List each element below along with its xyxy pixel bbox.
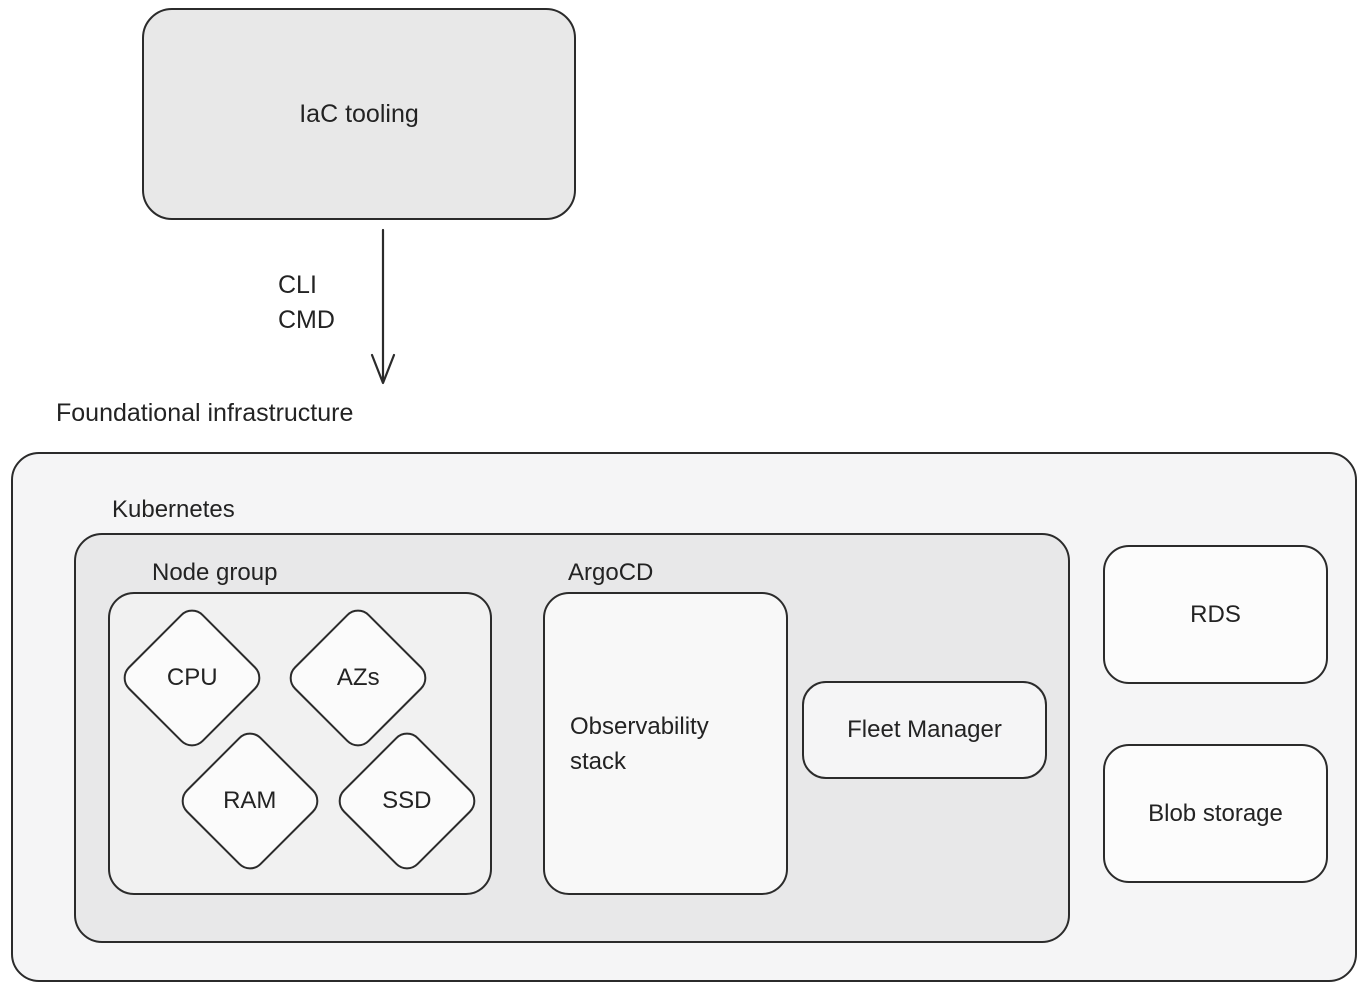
ram-label: RAM <box>223 787 277 814</box>
down-arrow-icon <box>370 228 396 385</box>
blob-storage-node: Blob storage <box>1103 744 1328 883</box>
rds-label: RDS <box>1190 600 1241 628</box>
edge-labels: CLI CMD <box>278 268 335 338</box>
iac-tooling-node: IaC tooling <box>142 8 576 220</box>
observability-stack-node: Observability stack <box>543 592 788 895</box>
foundational-infrastructure-label: Foundational infrastructure <box>56 399 354 427</box>
cpu-label: CPU <box>166 663 218 691</box>
blob-storage-label: Blob storage <box>1148 799 1283 827</box>
edge-label-cmd: CMD <box>278 306 335 334</box>
kubernetes-label: Kubernetes <box>112 496 235 523</box>
azs-label: AZs <box>336 663 380 691</box>
rds-node: RDS <box>1103 545 1328 684</box>
fleet-manager-node: Fleet Manager <box>802 681 1047 779</box>
fleet-manager-label: Fleet Manager <box>847 716 1002 743</box>
edge-label-cli: CLI <box>278 271 317 299</box>
argocd-label: ArgoCD <box>568 559 654 586</box>
ssd-label: SSD <box>382 786 432 814</box>
observability-stack-label: Observability stack <box>570 712 709 775</box>
node-group-label: Node group <box>152 559 278 586</box>
iac-tooling-label: IaC tooling <box>299 99 419 128</box>
